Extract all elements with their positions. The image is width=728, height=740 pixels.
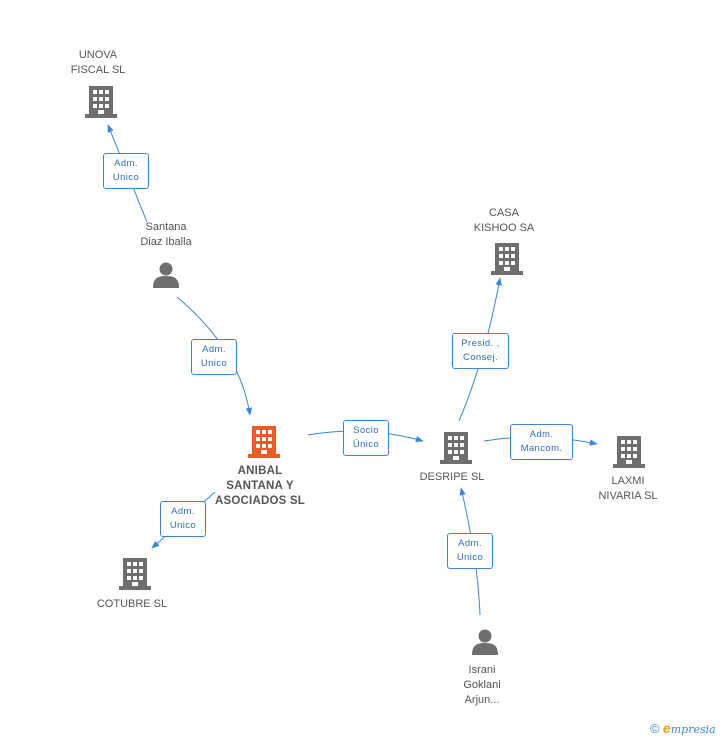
edge-label-line: Unico bbox=[169, 520, 197, 531]
label-line: COTUBRE SL bbox=[96, 598, 168, 610]
edge-label-box[interactable]: Adm. Unico bbox=[160, 501, 206, 537]
node-label-israni[interactable]: Israni Goklani Arjun... bbox=[442, 663, 522, 708]
label-line: NIVARIA SL bbox=[598, 490, 658, 502]
person-icon[interactable] bbox=[153, 262, 179, 289]
brand-watermark[interactable]: © empresia bbox=[650, 720, 716, 736]
edge-label-line: Consej. bbox=[462, 352, 498, 363]
label-line: UNOVA bbox=[78, 49, 118, 61]
edge-label-line: Unico bbox=[200, 358, 228, 369]
label-line: SANTANA Y bbox=[226, 480, 294, 492]
node-label-santana[interactable]: Santana Diaz Iballa bbox=[124, 220, 208, 250]
label-line: Diaz Iballa bbox=[140, 236, 192, 248]
node-label-anibal[interactable]: ANIBAL SANTANA Y ASOCIADOS SL bbox=[200, 464, 320, 509]
label-line: CASA bbox=[489, 207, 519, 219]
label-line: ASOCIADOS SL bbox=[215, 495, 305, 507]
edge-label-line: Adm. bbox=[114, 158, 138, 169]
edge-label-line: Adm. bbox=[458, 538, 482, 549]
building-icon[interactable] bbox=[491, 243, 523, 275]
edge-label-box[interactable]: Adm. Unico bbox=[191, 339, 237, 375]
label-line: LAXMI bbox=[611, 475, 645, 487]
node-label-laxmi[interactable]: LAXMI NIVARIA SL bbox=[588, 474, 668, 504]
brand-logo-text: mpresia bbox=[670, 723, 716, 736]
edge-label-box[interactable]: Adm. Unico bbox=[447, 533, 493, 569]
node-label-cotubre[interactable]: COTUBRE SL bbox=[87, 597, 177, 612]
label-line: KISHOO SA bbox=[473, 222, 535, 234]
edge-label-line: Socio bbox=[353, 425, 379, 436]
building-icon[interactable] bbox=[613, 436, 645, 468]
label-line: Goklani bbox=[463, 679, 501, 691]
copyright-symbol: © bbox=[650, 721, 660, 736]
edge-label-box[interactable]: Adm. Mancom. bbox=[510, 424, 573, 460]
edge-label-line: Mancom. bbox=[520, 443, 563, 454]
edge-label-line: Presid. , bbox=[461, 338, 500, 349]
edge-label-line: Adm. bbox=[529, 429, 554, 440]
edge-label-line: Unico bbox=[456, 552, 484, 563]
brand-logo-initial: e bbox=[662, 720, 671, 736]
edge-label-line: Adm. bbox=[171, 506, 195, 517]
person-icon[interactable] bbox=[472, 629, 498, 656]
edge-label-line: Único bbox=[352, 439, 380, 450]
label-line: ANIBAL bbox=[237, 465, 283, 477]
node-label-desripe[interactable]: DESRIPE SL bbox=[412, 470, 492, 485]
node-label-unova[interactable]: UNOVA FISCAL SL bbox=[58, 48, 138, 78]
edge-label-box[interactable]: Adm. Unico bbox=[103, 153, 149, 189]
building-icon[interactable] bbox=[119, 558, 151, 590]
edge-label-box[interactable]: Socio Único bbox=[343, 420, 389, 456]
edge-label-box[interactable]: Presid. , Consej. bbox=[452, 333, 509, 369]
label-line: FISCAL SL bbox=[70, 64, 126, 76]
building-icon[interactable] bbox=[85, 86, 117, 118]
label-line: DESRIPE SL bbox=[419, 471, 485, 483]
building-icon[interactable] bbox=[440, 432, 472, 464]
label-line: Israni bbox=[468, 664, 496, 676]
label-line: Arjun... bbox=[464, 694, 500, 706]
edge-label-line: Unico bbox=[112, 172, 140, 183]
building-icon[interactable] bbox=[248, 426, 280, 458]
node-label-casa[interactable]: CASA KISHOO SA bbox=[464, 206, 544, 236]
edge-label-line: Adm. bbox=[202, 344, 226, 355]
label-line: Santana bbox=[145, 221, 187, 233]
